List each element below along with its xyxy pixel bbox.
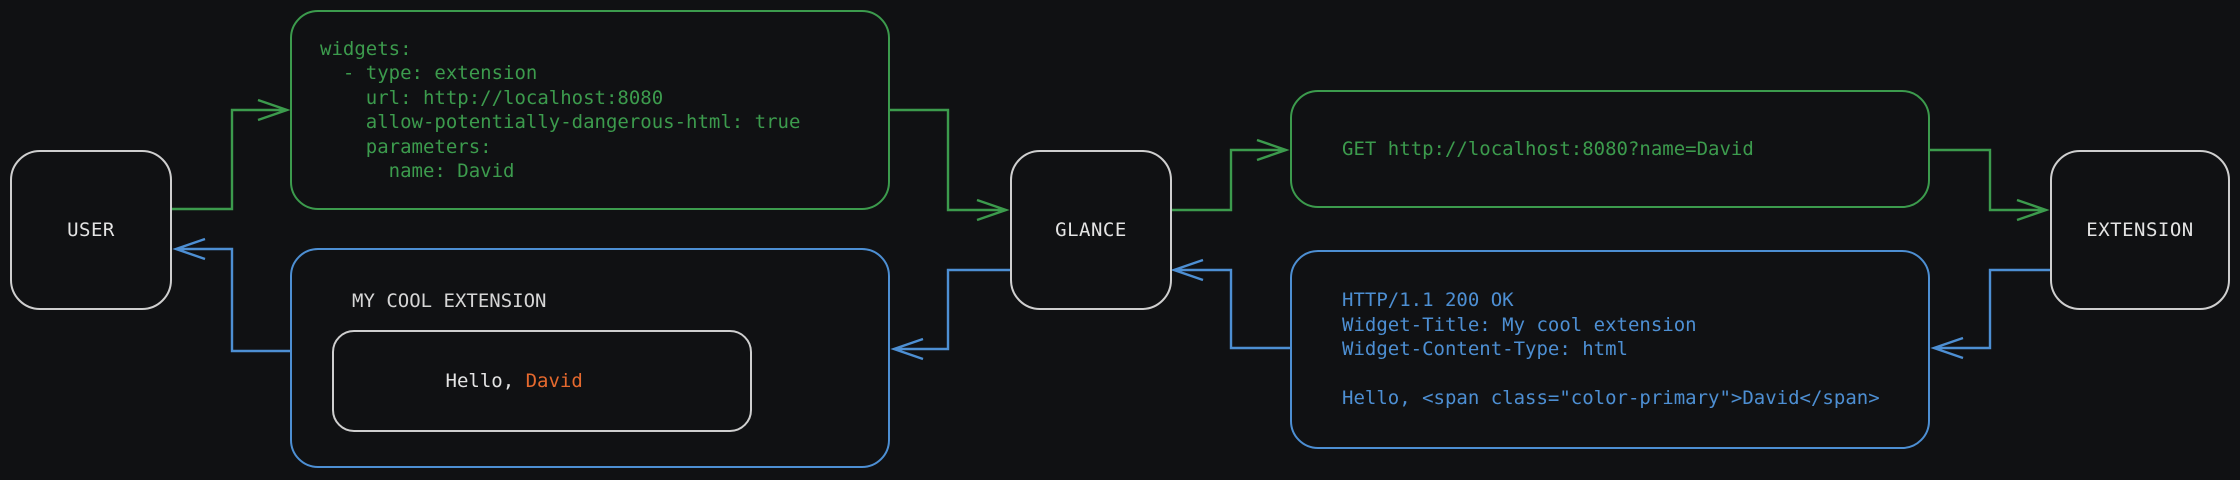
config-code-line: url: http://localhost:8080 (320, 86, 664, 109)
response-code-line: Widget-Title: My cool extension (1342, 313, 1697, 336)
glance-node: GLANCE (1010, 150, 1172, 310)
arrow-config-to-glance (890, 108, 1010, 222)
glance-node-label: GLANCE (1055, 219, 1127, 241)
http-response-box: HTTP/1.1 200 OK Widget-Title: My cool ex… (1290, 250, 1930, 449)
response-code-line: HTTP/1.1 200 OK (1342, 289, 1514, 312)
config-code-line: parameters: (320, 135, 492, 158)
arrow-widget-to-user (172, 237, 290, 353)
response-code-line: Widget-Content-Type: html (1342, 338, 1628, 361)
hello-prefix-text: Hello, (445, 370, 526, 392)
widget-title: MY COOL EXTENSION (352, 290, 547, 312)
extension-node: EXTENSION (2050, 150, 2230, 310)
arrow-glance-to-request (1172, 138, 1290, 212)
extension-node-label: EXTENSION (2086, 219, 2194, 241)
arrow-response-to-glance (1170, 258, 1290, 350)
config-yaml-box: widgets: - type: extension url: http://l… (290, 10, 890, 210)
response-code-line: Hello, <span class="color-primary">David… (1342, 387, 1880, 410)
hello-name-text: David (525, 370, 583, 392)
widget-hello-line: Hello, David (354, 348, 583, 414)
config-code-line: name: David (320, 160, 515, 182)
arrow-glance-to-widget (890, 268, 1010, 361)
config-code-line: - type: extension (320, 62, 538, 84)
arrow-user-to-config (172, 98, 291, 211)
request-code-line: GET http://localhost:8080?name=David (1342, 137, 1754, 160)
config-code-line: widgets: (320, 37, 412, 60)
http-request-box: GET http://localhost:8080?name=David (1290, 90, 1930, 208)
arrow-extension-to-response (1930, 268, 2050, 360)
rendered-widget-box: MY COOL EXTENSION Hello, David (290, 248, 890, 468)
user-node-label: USER (67, 219, 115, 241)
response-code-line (1342, 362, 1928, 387)
config-code-line: allow-potentially-dangerous-html: true (320, 111, 801, 133)
widget-content-box: Hello, David (332, 330, 752, 432)
user-node: USER (10, 150, 172, 310)
arrow-request-to-extension (1930, 148, 2050, 222)
